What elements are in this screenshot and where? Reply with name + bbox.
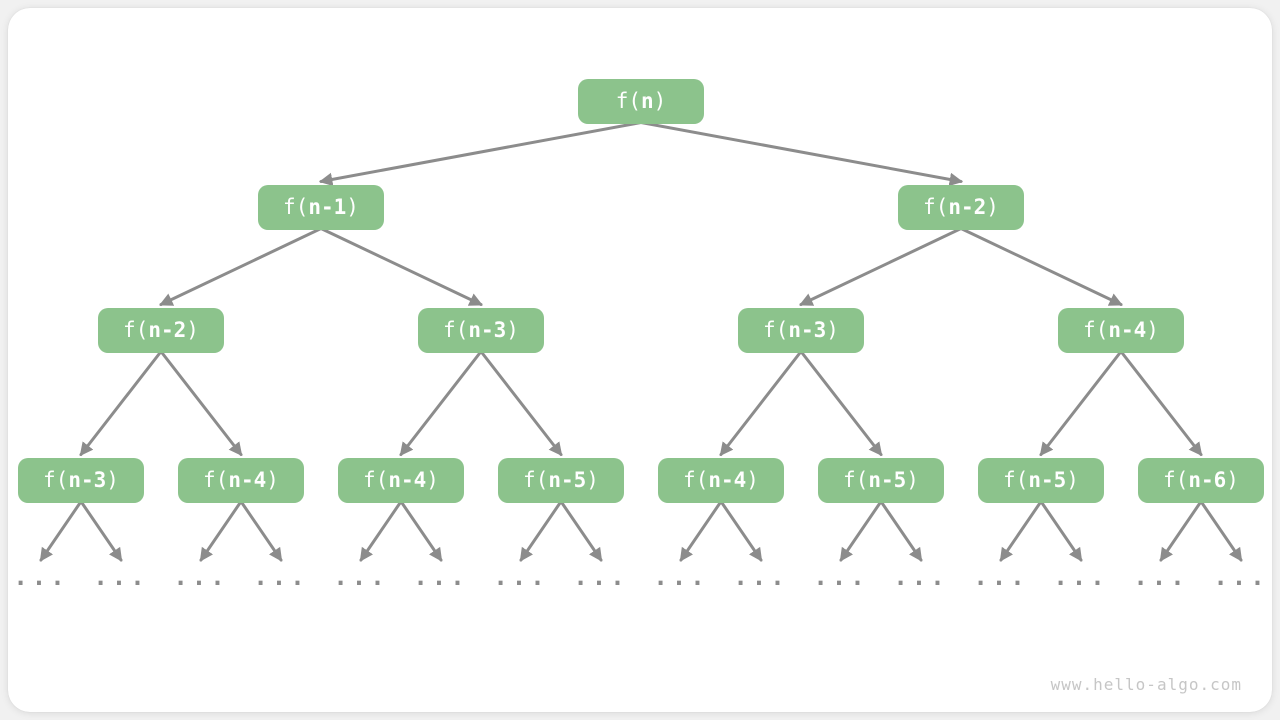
- tree-node: f(n-2): [98, 307, 224, 353]
- node-label: f(n-5): [1003, 468, 1079, 492]
- node-label: f(n-4): [1083, 318, 1159, 342]
- tree-node: f(n-4): [178, 457, 304, 503]
- tree-node: f(n-3): [738, 307, 864, 353]
- node-label: f(n): [615, 89, 667, 113]
- tree-node: f(n-4): [338, 457, 464, 503]
- ellipsis-item: ...: [493, 563, 549, 591]
- ellipsis-item: ...: [173, 563, 229, 591]
- node-label: f(n-5): [523, 468, 599, 492]
- ellipsis-item: ...: [413, 563, 469, 591]
- node-label: f(n-4): [363, 468, 439, 492]
- ellipsis-item: ...: [1133, 563, 1189, 591]
- node-label: f(n-6): [1163, 468, 1239, 492]
- watermark: www.hello-algo.com: [1050, 675, 1242, 694]
- tree-node: f(n-4): [1058, 307, 1184, 353]
- node-label: f(n-2): [123, 318, 199, 342]
- tree-node: f(n-3): [418, 307, 544, 353]
- tree-node: f(n): [578, 78, 704, 124]
- node-label: f(n-1): [283, 195, 359, 219]
- ellipsis-item: ...: [13, 563, 69, 591]
- node-label: f(n-3): [763, 318, 839, 342]
- node-label: f(n-2): [923, 195, 999, 219]
- ellipsis-item: ...: [893, 563, 949, 591]
- tree-node: f(n-2): [898, 184, 1024, 230]
- tree-node: f(n-5): [978, 457, 1104, 503]
- tree-node: f(n-5): [498, 457, 624, 503]
- tree-node: f(n-3): [18, 457, 144, 503]
- tree-node: f(n-1): [258, 184, 384, 230]
- node-label: f(n-3): [443, 318, 519, 342]
- ellipsis-item: ...: [653, 563, 709, 591]
- tree-node: f(n-4): [658, 457, 784, 503]
- tree-node: f(n-5): [818, 457, 944, 503]
- ellipsis-item: ...: [813, 563, 869, 591]
- node-label: f(n-3): [43, 468, 119, 492]
- node-label: f(n-5): [843, 468, 919, 492]
- tree-node: f(n-6): [1138, 457, 1264, 503]
- node-label: f(n-4): [683, 468, 759, 492]
- ellipsis-item: ...: [253, 563, 309, 591]
- ellipsis-item: ...: [1213, 563, 1269, 591]
- ellipsis-item: ...: [733, 563, 789, 591]
- ellipsis-item: ...: [1053, 563, 1109, 591]
- ellipsis-item: ...: [573, 563, 629, 591]
- ellipsis-item: ...: [973, 563, 1029, 591]
- ellipsis-item: ...: [333, 563, 389, 591]
- node-label: f(n-4): [203, 468, 279, 492]
- ellipsis-item: ...: [93, 563, 149, 591]
